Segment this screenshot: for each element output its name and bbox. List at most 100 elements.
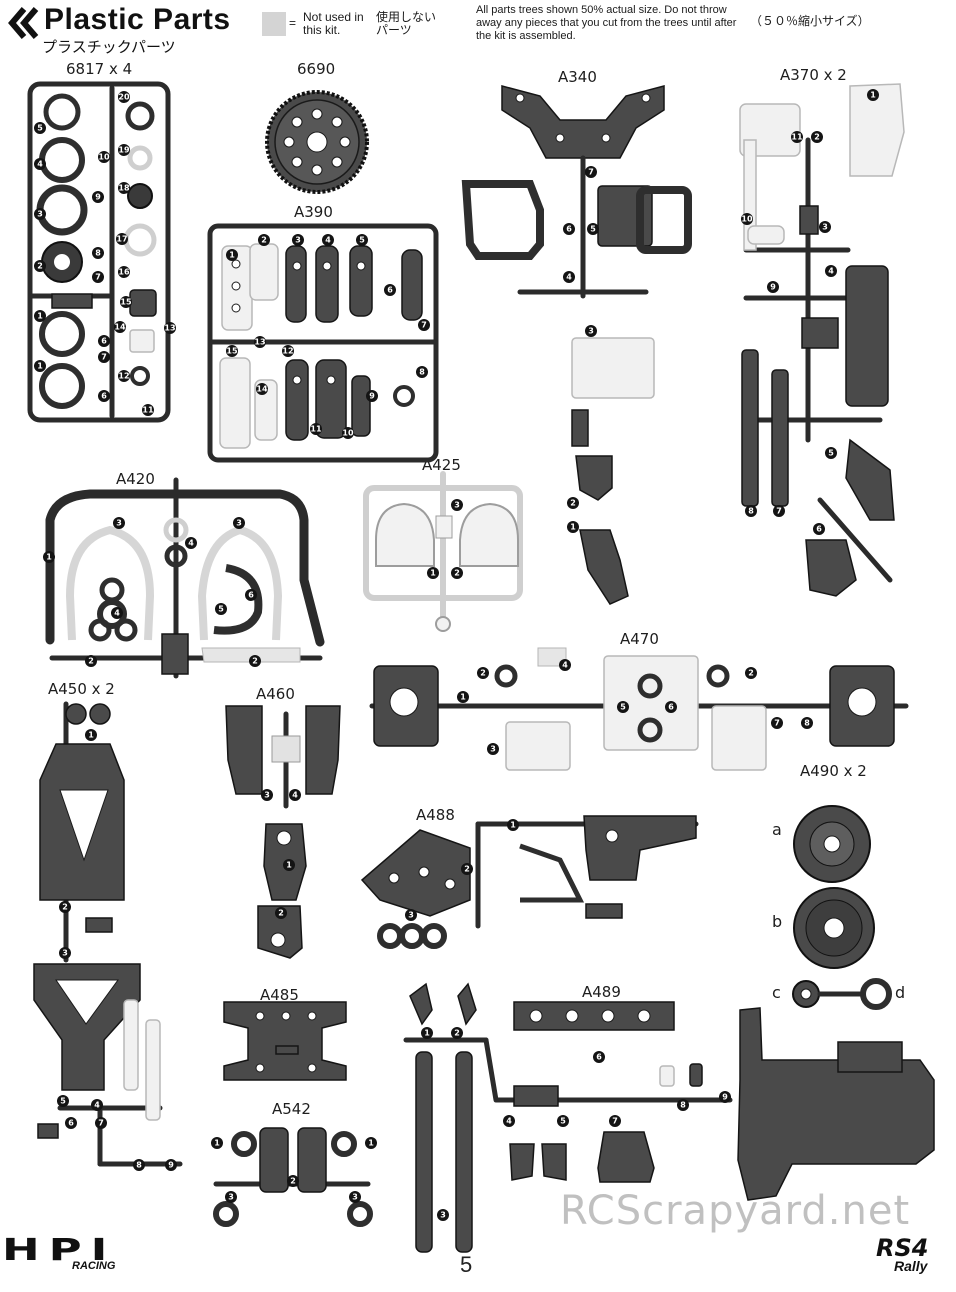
svg-text:2: 2 [454, 1029, 460, 1038]
label-6817: 6817 x 4 [66, 60, 133, 78]
racing-logo-text: RACING [72, 1260, 116, 1272]
svg-text:8: 8 [95, 249, 101, 258]
svg-text:3: 3 [116, 519, 122, 528]
svg-text:3: 3 [454, 501, 460, 510]
svg-text:7: 7 [588, 168, 594, 177]
svg-text:3: 3 [822, 223, 828, 232]
a490-letter-a: a [772, 820, 782, 839]
tree-a450 [33, 701, 183, 1167]
svg-text:5: 5 [359, 236, 365, 245]
svg-text:5: 5 [218, 605, 224, 614]
label-a470: A470 [620, 630, 659, 648]
svg-text:4: 4 [506, 1117, 512, 1126]
legend-text-jp: 使用しない パーツ [376, 10, 437, 37]
svg-text:2: 2 [261, 236, 267, 245]
label-6690: 6690 [297, 60, 336, 78]
hpi-logo-text: HPI [2, 1233, 117, 1268]
svg-text:3: 3 [440, 1211, 446, 1220]
svg-text:1: 1 [286, 861, 292, 870]
a490-letter-b: b [772, 912, 783, 931]
svg-text:1: 1 [37, 362, 43, 371]
svg-text:9: 9 [168, 1161, 174, 1170]
size-note-jp: （５０％縮小サイズ） [750, 14, 870, 28]
svg-text:2: 2 [454, 569, 460, 578]
svg-text:5: 5 [590, 225, 596, 234]
svg-text:1: 1 [430, 569, 436, 578]
svg-text:2: 2 [464, 865, 470, 874]
tree-a460 [225, 705, 341, 959]
svg-text:6: 6 [68, 1119, 74, 1128]
rs4-logo-text: RS4 [876, 1234, 929, 1262]
svg-text:6: 6 [566, 225, 572, 234]
svg-text:13: 13 [254, 338, 265, 347]
label-a390: A390 [294, 203, 333, 221]
spur-gear-6690 [265, 90, 369, 194]
page-title-jp: プラスチックパーツ [42, 39, 176, 56]
svg-text:7: 7 [101, 353, 107, 362]
tree-lower-center [403, 982, 733, 1253]
label-a340: A340 [558, 68, 597, 86]
svg-text:3: 3 [228, 1193, 234, 1202]
svg-text:6: 6 [101, 392, 107, 401]
svg-text:8: 8 [136, 1161, 142, 1170]
svg-text:6: 6 [596, 1053, 602, 1062]
label-a460: A460 [256, 685, 295, 703]
rs4-rally-logo: RS4 Rally [876, 1236, 952, 1280]
svg-text:12: 12 [282, 347, 293, 356]
label-a542: A542 [272, 1100, 311, 1118]
svg-text:2: 2 [290, 1177, 296, 1186]
svg-text:4: 4 [37, 160, 43, 169]
svg-text:9: 9 [95, 193, 101, 202]
label-a420: A420 [116, 470, 155, 488]
svg-text:11: 11 [791, 133, 803, 142]
label-a490: A490 x 2 [800, 762, 867, 780]
svg-text:10: 10 [342, 429, 354, 438]
svg-text:1: 1 [510, 821, 516, 830]
svg-text:5: 5 [560, 1117, 566, 1126]
legend-text-en: Not used in this kit. [303, 10, 364, 37]
svg-text:2: 2 [37, 262, 43, 271]
svg-text:18: 18 [118, 184, 130, 193]
svg-text:7: 7 [774, 719, 780, 728]
svg-text:3: 3 [295, 236, 301, 245]
tree-a470 [369, 647, 909, 771]
hpi-racing-logo: HPI RACING [2, 1236, 142, 1276]
back-arrow-icon [6, 6, 40, 40]
svg-text:3: 3 [352, 1193, 358, 1202]
tree-bumper [737, 1007, 935, 1201]
svg-text:13: 13 [164, 324, 175, 333]
svg-text:2: 2 [480, 669, 486, 678]
legend-equals: = [289, 16, 297, 30]
svg-text:7: 7 [95, 273, 101, 282]
svg-text:12: 12 [118, 372, 129, 381]
svg-text:14: 14 [256, 385, 268, 394]
svg-text:6: 6 [668, 703, 674, 712]
label-a489: A489 [582, 983, 621, 1001]
svg-text:5: 5 [37, 124, 43, 133]
page-title: Plastic Parts [44, 3, 231, 36]
svg-text:1: 1 [46, 553, 52, 562]
svg-text:10: 10 [98, 153, 110, 162]
svg-text:4: 4 [114, 609, 120, 618]
svg-text:15: 15 [120, 298, 132, 307]
svg-text:1: 1 [214, 1139, 220, 1148]
svg-text:5: 5 [828, 449, 834, 458]
tree-a542 [213, 1127, 373, 1227]
svg-text:11: 11 [142, 406, 154, 415]
tree-a420 [45, 477, 325, 679]
svg-text:9: 9 [369, 392, 375, 401]
tree-a488 [360, 815, 699, 949]
svg-text:6: 6 [816, 525, 822, 534]
svg-text:1: 1 [460, 693, 466, 702]
svg-text:4: 4 [292, 791, 298, 800]
svg-text:5: 5 [620, 703, 626, 712]
tree-a370 [739, 83, 905, 597]
svg-text:8: 8 [804, 719, 810, 728]
svg-text:2: 2 [570, 499, 576, 508]
svg-text:17: 17 [116, 235, 127, 244]
watermark: RCScrapyard.net [560, 1188, 911, 1234]
tree-a425 [363, 471, 523, 632]
svg-text:3: 3 [264, 791, 270, 800]
svg-text:7: 7 [98, 1119, 104, 1128]
